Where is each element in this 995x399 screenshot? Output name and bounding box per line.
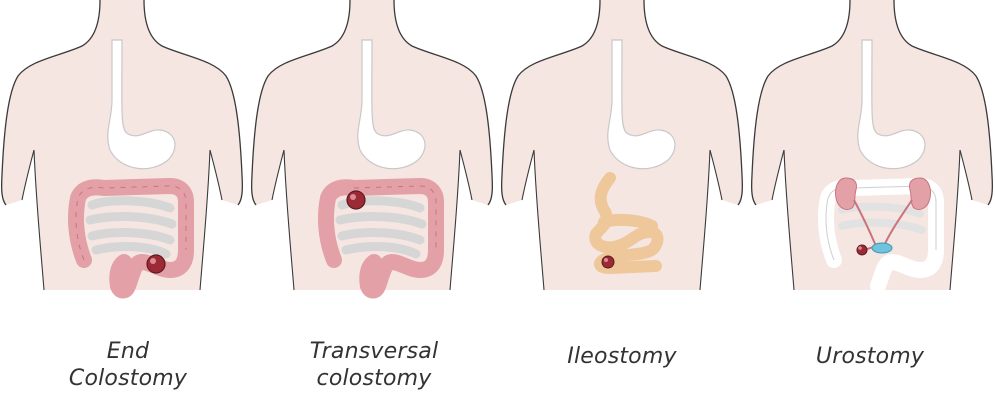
caption-urostomy: Urostomy (746, 343, 994, 370)
figure-end-colostomy: End Colostomy (0, 0, 248, 399)
caption-end-colostomy: End Colostomy (4, 338, 252, 392)
stoma-highlight (350, 194, 356, 200)
stoma-highlight (150, 258, 156, 264)
stoma-marker (602, 256, 614, 268)
torso-illustration (500, 0, 748, 330)
figure-urostomy: Urostomy (750, 0, 995, 399)
stoma-marker (147, 255, 165, 273)
torso-illustration (250, 0, 498, 330)
stoma-highlight (858, 246, 862, 250)
stoma-highlight (604, 258, 608, 262)
torso-illustration (0, 0, 248, 330)
figure-transversal-colostomy: Transversal colostomy (250, 0, 498, 399)
stoma-marker (347, 191, 365, 209)
figure-ileostomy: Ileostomy (500, 0, 748, 399)
stoma-marker (857, 245, 867, 255)
caption-ileostomy: Ileostomy (498, 343, 746, 370)
caption-transversal-colostomy: Transversal colostomy (250, 338, 498, 392)
bladder-conduit (872, 243, 892, 253)
torso-illustration (750, 0, 995, 330)
